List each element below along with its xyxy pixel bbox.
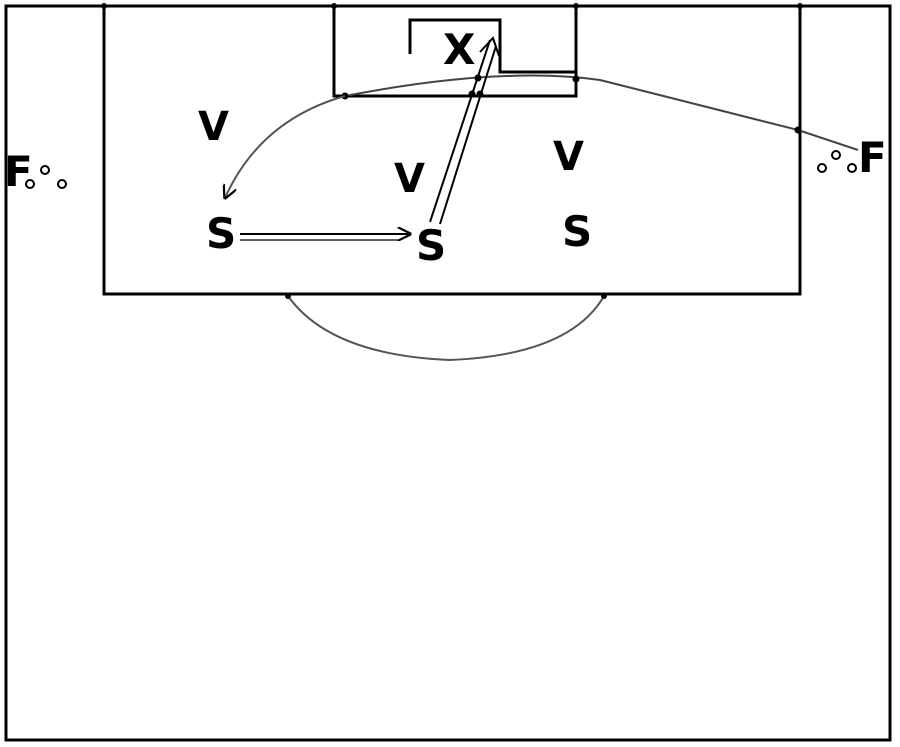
defender-right-label: V bbox=[553, 134, 584, 180]
shooter-right-label: S bbox=[562, 207, 592, 256]
boundary-dot bbox=[573, 3, 579, 9]
shooter-center-label: S bbox=[416, 221, 446, 270]
goal-box bbox=[408, 18, 576, 74]
shot-line-1 bbox=[429, 39, 491, 223]
wing-left-label: F bbox=[4, 147, 33, 196]
wing-right-marker-icon bbox=[817, 150, 857, 173]
shooter-left-label: S bbox=[206, 209, 236, 258]
wing-right-label: F bbox=[858, 133, 887, 182]
penalty-arc bbox=[287, 295, 605, 362]
pass-node-dot bbox=[794, 126, 802, 134]
penalty-area bbox=[102, 6, 802, 296]
arc-end-dot bbox=[285, 293, 291, 299]
shot-node-dot bbox=[476, 90, 484, 98]
shot-line-2 bbox=[439, 45, 497, 225]
curved-pass-arrow bbox=[225, 95, 346, 198]
boundary-dot bbox=[101, 3, 107, 9]
arc-end-dot bbox=[601, 293, 607, 299]
wing-left-marker-icon bbox=[25, 165, 67, 189]
defender-left-label: V bbox=[198, 104, 229, 150]
shot-arrow-head bbox=[479, 36, 500, 57]
defender-center-label: V bbox=[394, 156, 425, 202]
boundary-dot bbox=[331, 3, 337, 9]
keeper-label: X bbox=[443, 25, 475, 74]
boundary-dot bbox=[797, 3, 803, 9]
cross-pass-line bbox=[344, 74, 859, 151]
pass-node-dot bbox=[572, 75, 580, 83]
goal-area bbox=[332, 6, 578, 98]
field-outline bbox=[4, 4, 892, 742]
shot-node-dot bbox=[468, 90, 476, 98]
